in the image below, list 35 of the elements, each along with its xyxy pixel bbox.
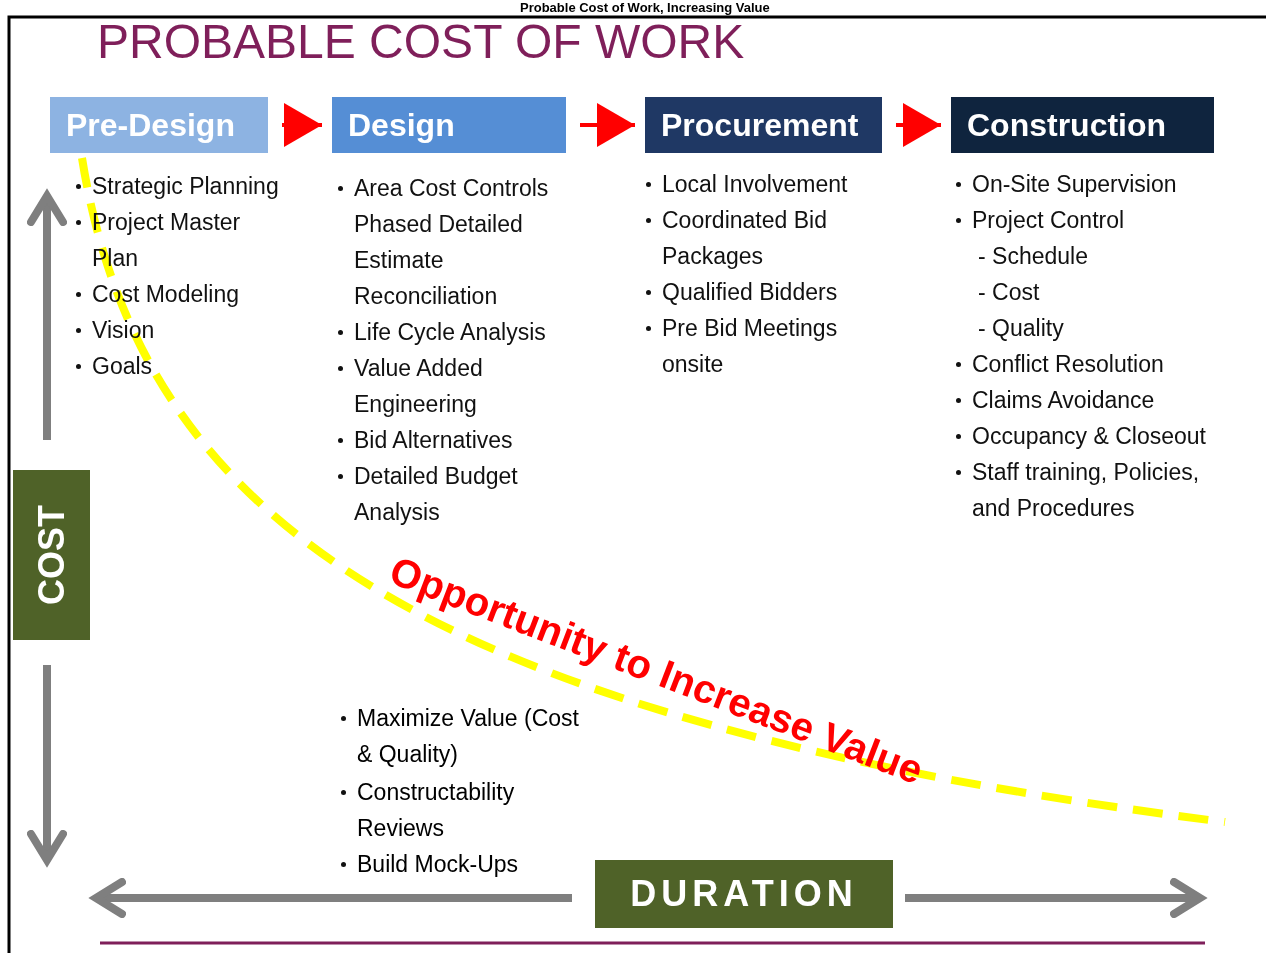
title: PROBABLE COST OF WORK [97,15,745,69]
list-item: Claims Avoidance [952,382,1222,418]
list-item: Project Control [952,202,1222,238]
sub-list-item: - Schedule [977,242,1089,271]
sub-list-item: - Cost [977,278,1041,307]
list-item: Detailed Budget Analysis [334,458,584,530]
arrow [896,103,941,147]
list-item: Local Involvement [642,166,882,202]
phase-header: Pre-Design [50,97,268,153]
list-item: Area Cost Controls Phased Detailed Estimate Reconciliation [334,170,584,314]
list-item: Staff training, Policies, and Procedures [952,454,1222,526]
list-item: Pre Bid Meetings onsite [642,310,882,382]
list-item: Strategic Planning [72,168,282,204]
list-item: Qualified Bidders [642,274,882,310]
list-item: Value Added Engineering [334,350,584,422]
axis-label-box: DURATION [595,860,893,928]
list-item: On-Site Supervision [952,166,1222,202]
arrow [580,103,635,147]
list-item: Bid Alternatives [334,422,584,458]
phase-header: Procurement [645,97,882,153]
heading-text: Probable Cost of Work, Increasing Value [520,0,770,15]
list-item: Constructability Reviews [337,774,597,846]
list-item: Conflict Resolution [952,346,1222,382]
list-item: Build Mock-Ups [337,846,597,882]
list-item: Life Cycle Analysis [334,314,584,350]
arrow [282,103,322,147]
phase-header: Design [332,97,566,153]
list-item: Maximize Value (Cost & Quality) [337,700,597,772]
list-item: Vision [72,312,282,348]
list-item: Goals [72,348,282,384]
list-item: Occupancy & Closeout [952,418,1222,454]
phase-header: Construction [951,97,1214,153]
sub-list-item: - Quality [977,314,1065,343]
axis-label-box: COST [13,470,90,640]
list-item: Coordinated Bid Packages [642,202,882,274]
